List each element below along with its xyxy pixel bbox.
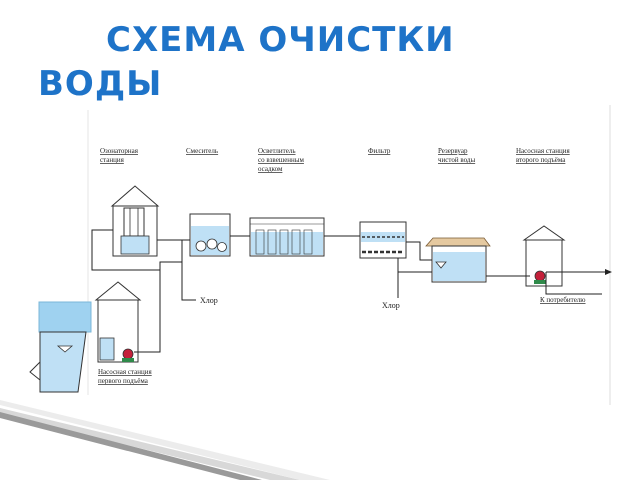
title-line-2: ВОДЫ [38, 64, 163, 104]
pump-1-icon [122, 348, 134, 360]
label-reservoir-line1: Резервуар [438, 147, 468, 155]
pump-station-2 [522, 225, 566, 287]
label-filter: Фильтр [368, 147, 391, 155]
filter [359, 221, 407, 259]
label-chlorine-1: Хлор [200, 296, 218, 305]
label-pump2-line2: второго подъёма [516, 156, 566, 164]
label-ozonator-line1: Озонаторная [100, 147, 139, 155]
label-ozonator-line2: станция [100, 156, 125, 164]
label-pump1-line2: первого подъёма [98, 377, 149, 385]
label-clarifier-line1: Осветлитель [258, 147, 296, 155]
mixer [189, 213, 231, 257]
label-pump2-line1: Насосная станция [516, 147, 570, 155]
clarifier [249, 217, 325, 257]
decorative-stripe [0, 400, 330, 480]
label-chlorine-2: Хлор [382, 301, 400, 310]
consumer-arrow-icon [605, 269, 612, 275]
pump-station-1 [94, 281, 142, 363]
clean-water-reservoir [425, 237, 491, 283]
pump-2-icon [534, 270, 546, 282]
title-line-1: СХЕМА ОЧИСТКИ [106, 20, 455, 60]
label-clarifier-line2: со взвешенным [258, 156, 304, 164]
ozonator-station [110, 185, 160, 257]
label-pump1-line1: Насосная станция [98, 368, 152, 376]
label-reservoir-line2: чистой воды [438, 156, 475, 164]
label-mixer: Смеситель [186, 147, 218, 155]
pipelines [91, 229, 605, 353]
water-source [29, 301, 92, 393]
label-clarifier-line3: осадком [258, 165, 283, 173]
label-consumer: К потребителю [540, 296, 586, 304]
